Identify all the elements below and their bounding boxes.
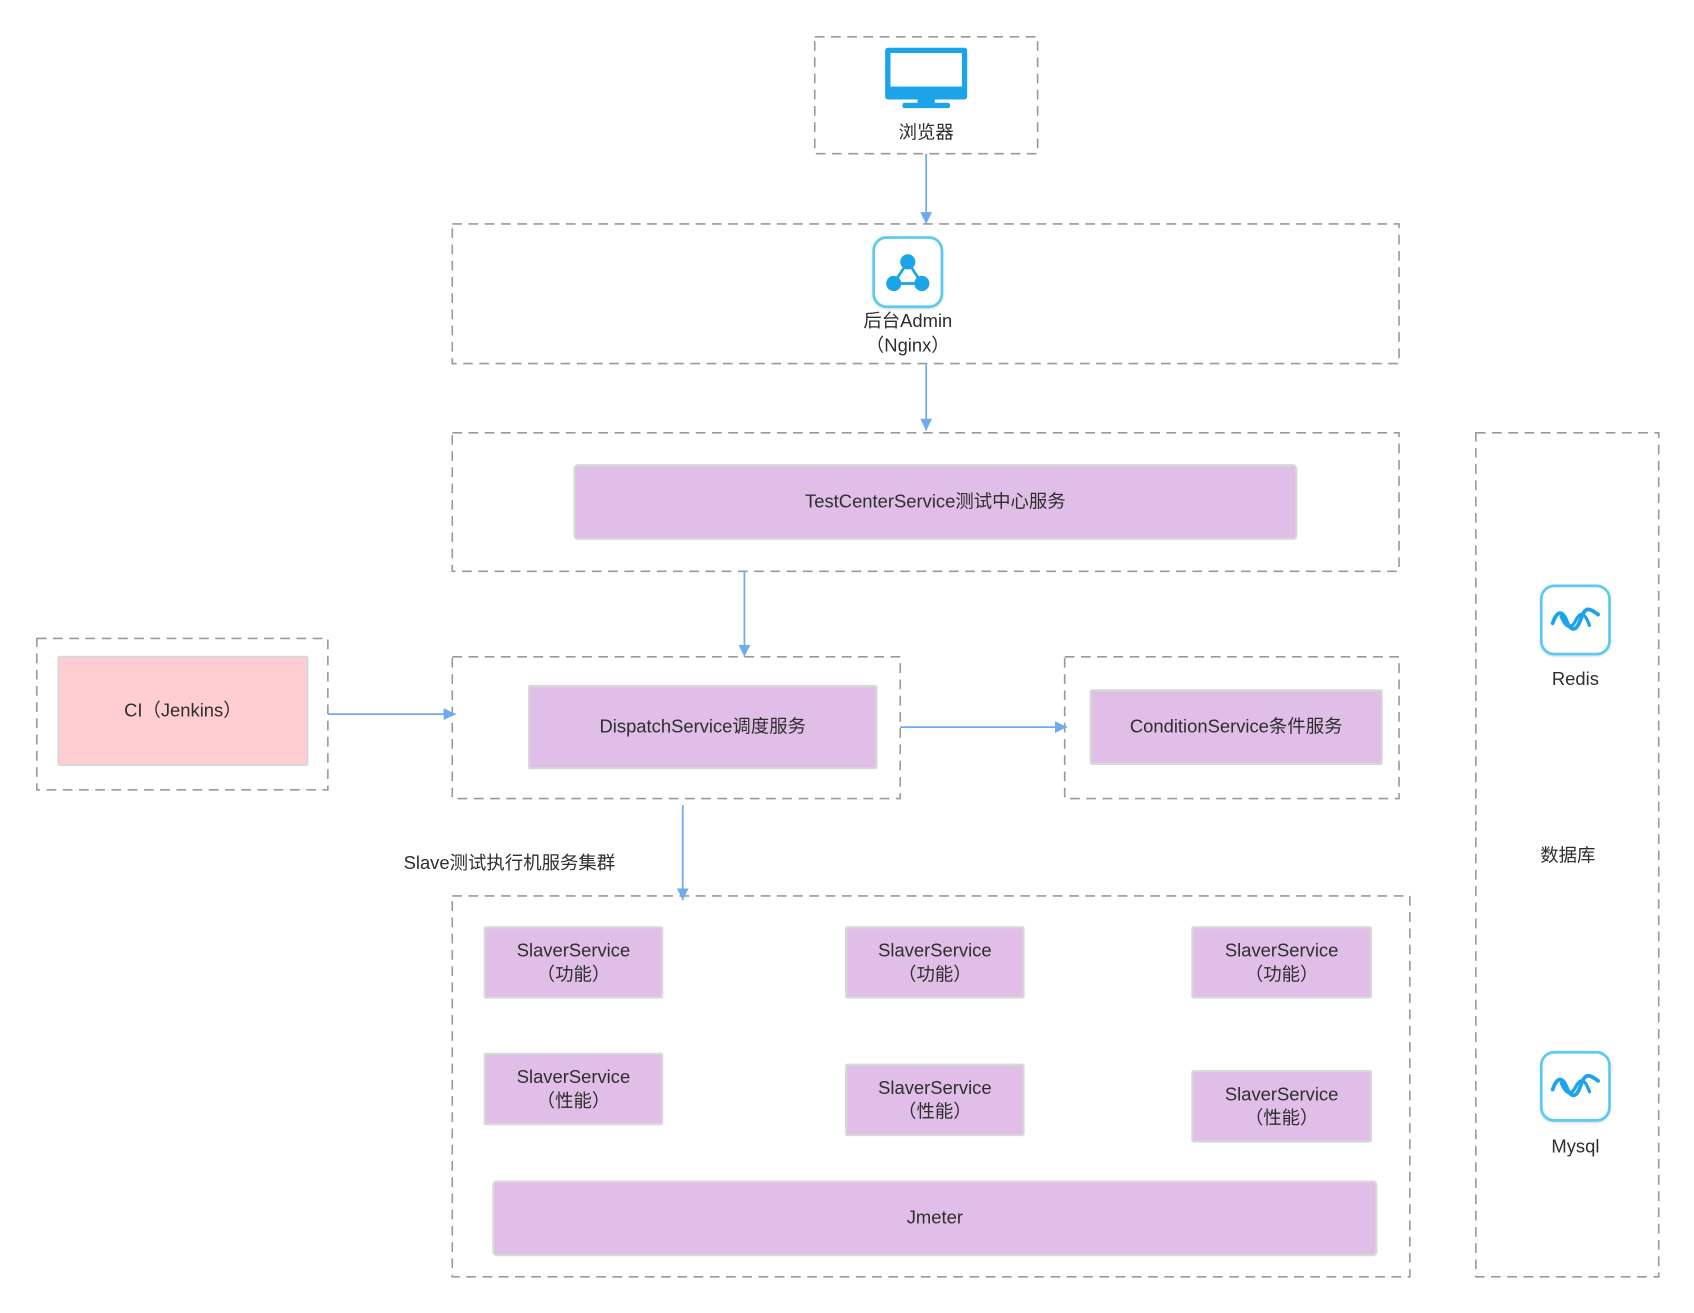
condition-label: ConditionService条件服务 — [1129, 716, 1343, 737]
slaver-service-functional: SlaverService （功能） — [845, 926, 1025, 999]
slaver-service-performance: SlaverService （性能） — [845, 1063, 1025, 1137]
slave-cluster-title: Slave测试执行机服务集群 — [403, 852, 616, 874]
slaver-service-name: SlaverService — [1224, 939, 1339, 961]
mysql-database-icon — [1539, 1050, 1611, 1122]
slaver-service-name: SlaverService — [878, 939, 992, 961]
ci-jenkins: CI（Jenkins） — [57, 655, 309, 767]
monitor-icon — [885, 47, 968, 109]
jmeter-block: Jmeter — [492, 1180, 1378, 1257]
slaver-service-performance: SlaverService （性能） — [483, 1052, 664, 1126]
admin-subtitle: （Nginx） — [865, 335, 950, 356]
database-container — [1475, 431, 1660, 1278]
dispatch-label: DispatchService调度服务 — [599, 716, 806, 737]
slaver-service-functional: SlaverService （功能） — [1191, 926, 1372, 999]
browser-label: 浏览器 — [898, 122, 954, 143]
admin-title: 后台Admin — [863, 310, 953, 332]
slaver-service-kind: （性能） — [1244, 1107, 1319, 1128]
slaver-service-kind: （功能） — [898, 963, 972, 985]
mysql-label: Mysql — [1551, 1136, 1600, 1157]
redis-label: Redis — [1551, 668, 1599, 690]
slaver-service-name: SlaverService — [878, 1077, 992, 1098]
ci-label: CI（Jenkins） — [124, 700, 242, 721]
slaver-service-name: SlaverService — [516, 1066, 631, 1087]
test-center-label: TestCenterService测试中心服务 — [805, 491, 1066, 512]
test-center-service: TestCenterService测试中心服务 — [573, 464, 1298, 540]
slaver-service-kind: （性能） — [536, 1090, 611, 1111]
dispatch-container — [451, 655, 902, 800]
slaver-service-kind: （功能） — [536, 963, 611, 985]
slaver-service-performance: SlaverService （性能） — [1191, 1070, 1372, 1143]
slaver-service-functional: SlaverService （功能） — [483, 926, 664, 999]
jmeter-label: Jmeter — [906, 1207, 963, 1229]
slaver-service-name: SlaverService — [516, 939, 631, 961]
network-nodes-icon — [872, 236, 944, 309]
slaver-service-name: SlaverService — [1224, 1083, 1339, 1105]
database-label: 数据库 — [1540, 845, 1596, 866]
test-center-container — [451, 431, 1400, 573]
slaver-service-kind: （功能） — [1244, 963, 1319, 985]
slave-cluster-container — [451, 895, 1411, 1278]
browser-container — [813, 35, 1039, 155]
condition-service: ConditionService条件服务 — [1089, 689, 1383, 765]
redis-database-icon — [1539, 584, 1611, 656]
dispatch-service: DispatchService调度服务 — [528, 684, 878, 770]
slaver-service-kind: （性能） — [898, 1100, 972, 1122]
